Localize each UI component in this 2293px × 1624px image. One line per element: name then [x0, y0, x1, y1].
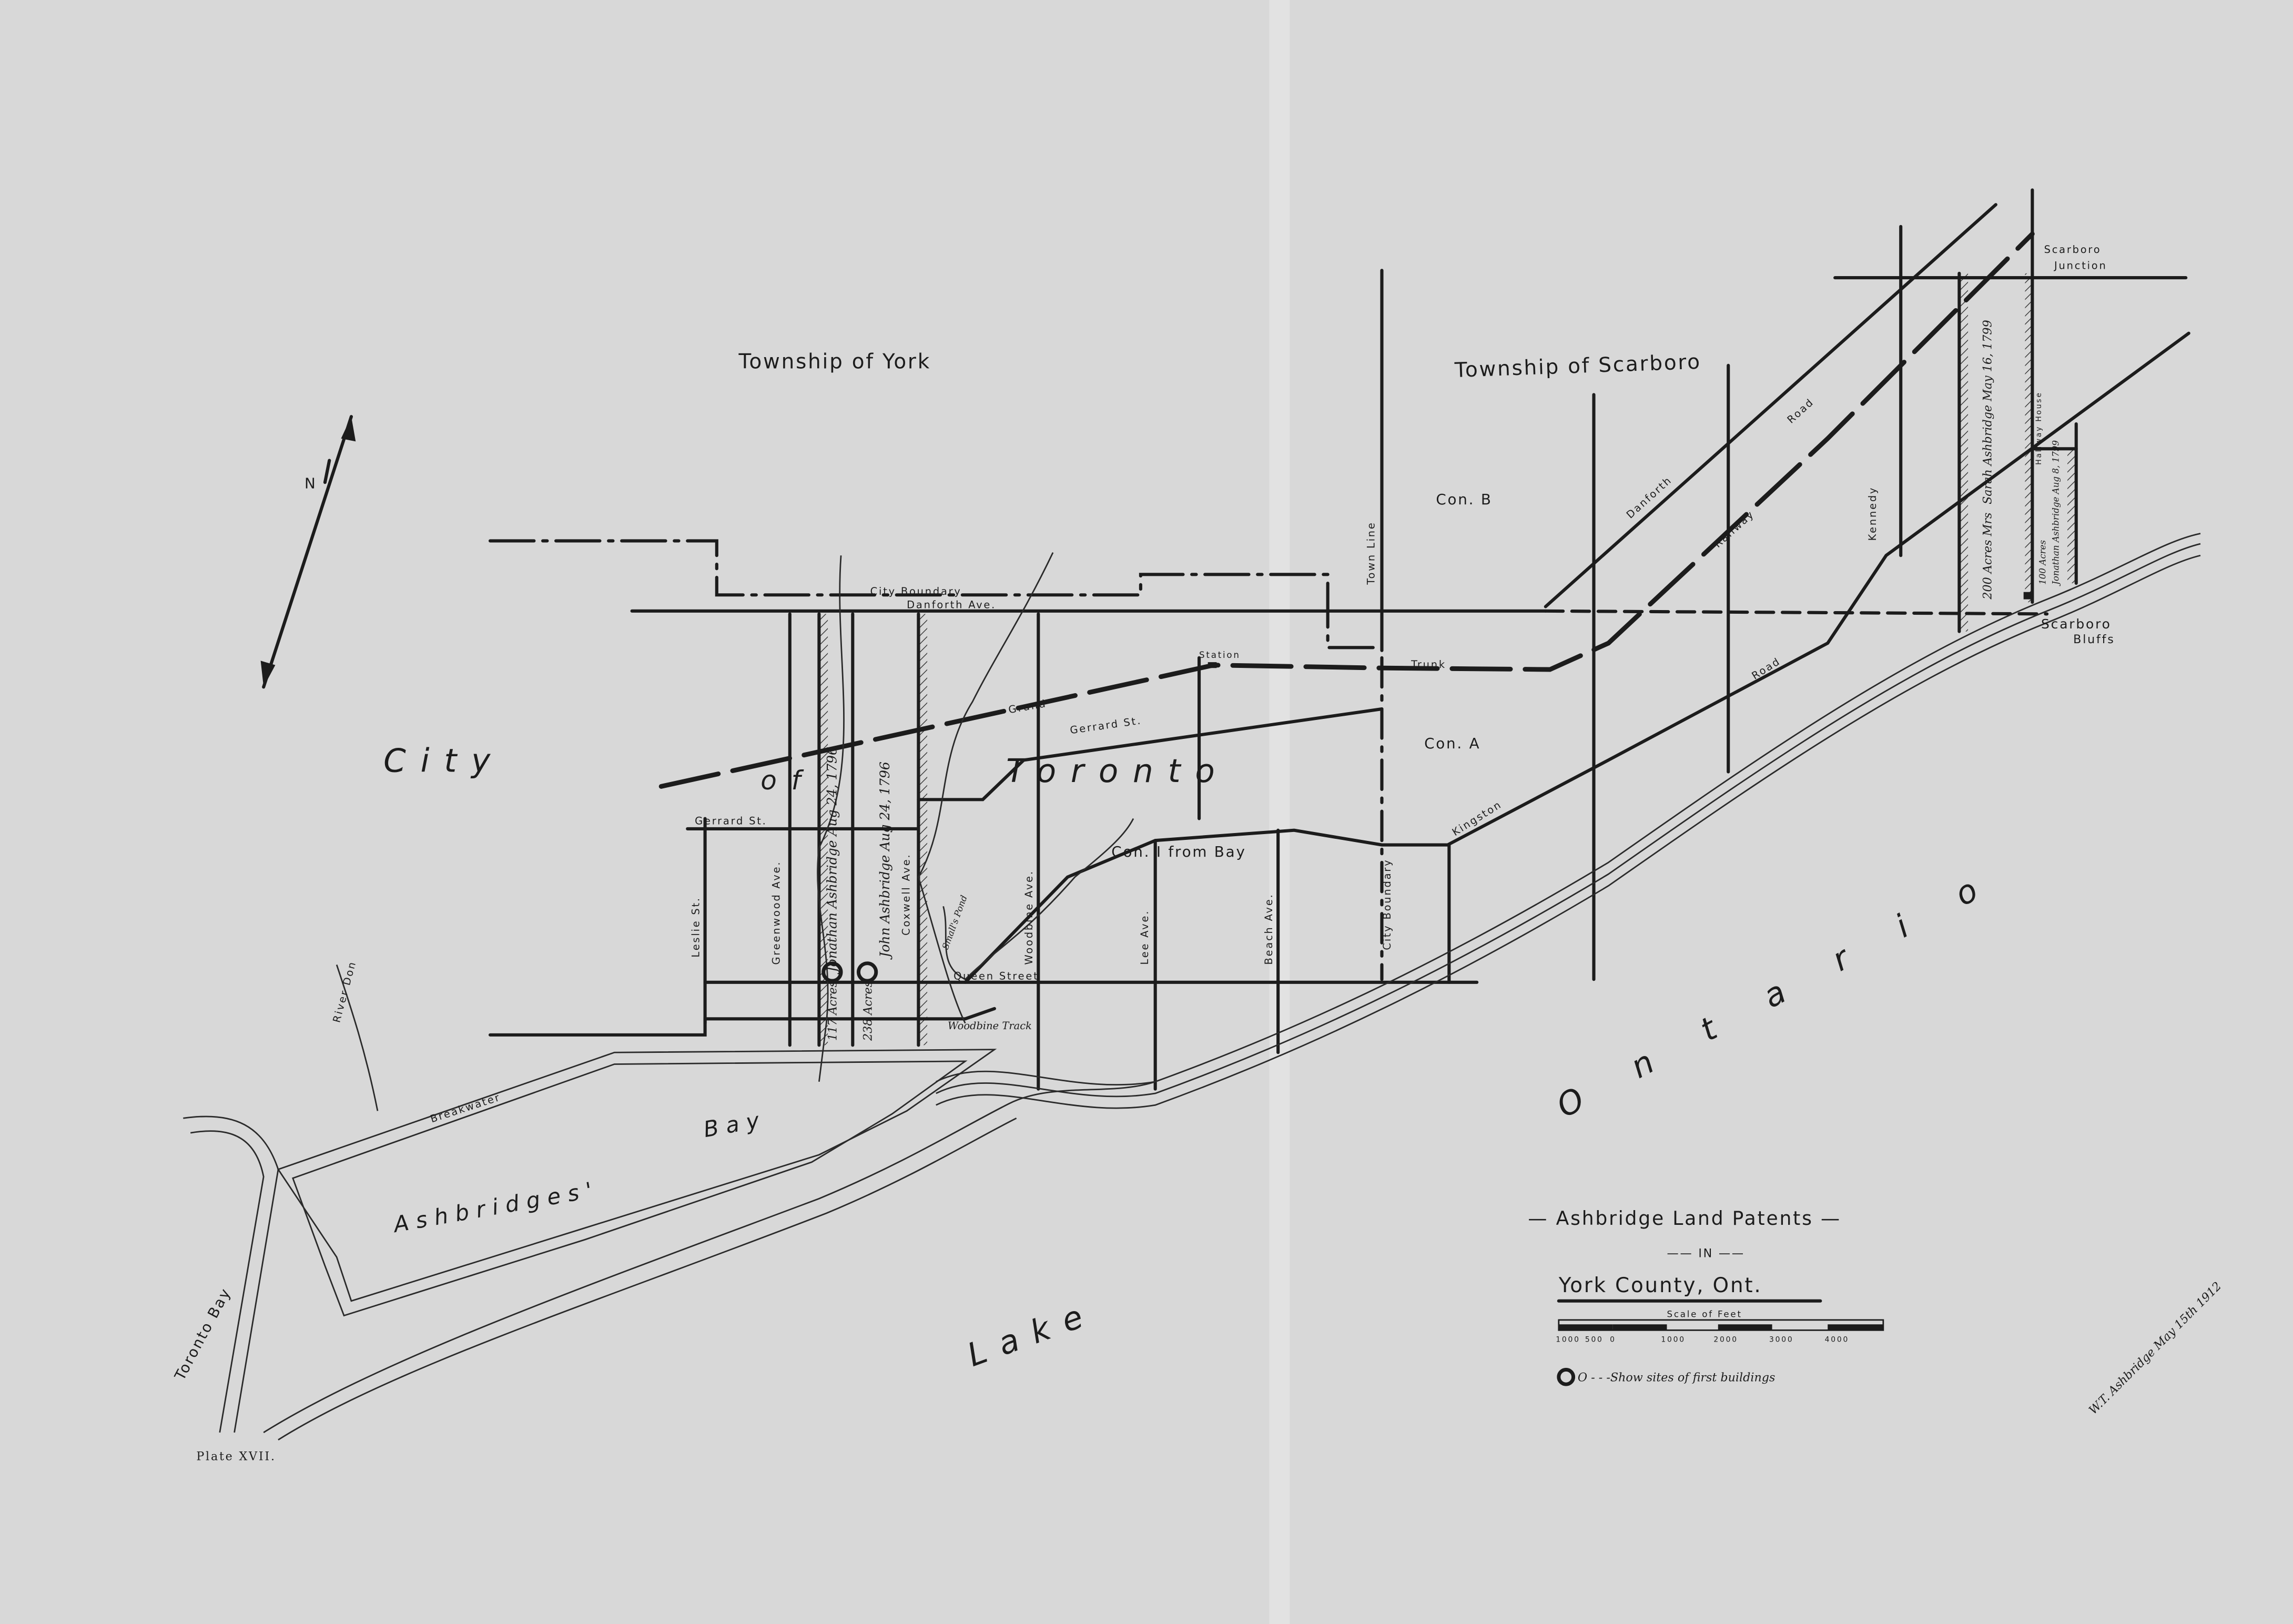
kingston-road [963, 331, 2190, 984]
patent-jonathan-1796-acres: 117 Acres [826, 981, 840, 1041]
label-queen-street: Queen Street [953, 970, 1039, 982]
place-labels: Scarboro Junction Scarboro Bluffs [2041, 243, 2115, 646]
river-don [336, 965, 379, 1111]
gerrard-st-east [917, 707, 1384, 801]
scale-tick-6: 4000 [1825, 1336, 1849, 1344]
label-con-b: Con. B [1436, 491, 1492, 508]
concession-dashed-line [1544, 609, 2049, 616]
smalls-pond [942, 818, 1134, 980]
label-gerrard-st: Gerrard St. [1069, 714, 1142, 736]
creek-east [917, 552, 1054, 1024]
label-gerrard-west: Gerrard St. [695, 815, 767, 827]
label-woodbine-ave: Woodbine Ave. [1023, 870, 1035, 965]
label-scarboro-bluffs-2: Bluffs [2073, 633, 2115, 646]
patent-sarah-1799: Sarah Ashbridge May 16, 1799 [1981, 320, 1995, 504]
patent-lots [819, 273, 2076, 1046]
scale-tick-4: 2000 [1713, 1336, 1738, 1344]
scale-bar [1558, 1319, 1884, 1331]
label-toronto: Toronto [1006, 753, 1229, 790]
map-title: — Ashbridge Land Patents — [1528, 1207, 1841, 1230]
label-ashbridges: Ashbridges' [390, 1176, 602, 1238]
roads [488, 188, 2190, 1091]
first-building-jonathan [821, 961, 843, 983]
legend-text: O - - -Show sites of first buildings [1578, 1371, 1775, 1385]
scale-tick-0: 1000 [1556, 1336, 1580, 1344]
title-block: — Ashbridge Land Patents — —— IN —— York… [196, 1207, 2224, 1463]
label-leslie-st: Leslie St. [689, 897, 702, 957]
grand-trunk-railway [658, 231, 2035, 789]
label-danforth-ave: Danforth Ave. [907, 598, 996, 611]
danforth-road [1544, 203, 1997, 608]
station-marker [1208, 662, 1217, 668]
patent-labels: Jonathan Ashbridge Aug 24, 1796 117 Acre… [825, 320, 2061, 1041]
patent-jonathan-1799: Jonathan Ashbridge Aug 8, 1799 [2051, 440, 2061, 586]
breakwater [183, 1115, 279, 1433]
scale-label: Scale of Feet [1667, 1309, 1742, 1319]
scale-tick-1: 500 [1585, 1336, 1604, 1344]
label-scarboro-junction-1: Scarboro [2044, 243, 2102, 256]
patent-sarah-1799-acres: 200 Acres Mrs [1981, 513, 1995, 600]
creeks [336, 552, 1134, 1111]
label-beach-ave: Beach Ave. [1263, 893, 1275, 965]
label-railway-road: Road [1785, 396, 1817, 426]
south-spit [263, 1081, 1156, 1434]
label-city-boundary: City Boundary [870, 585, 962, 597]
label-station: Station [1199, 650, 1241, 660]
patent-john-1796-acres: 238 Acres [861, 981, 875, 1041]
label-coxwell-ave: Coxwell Ave. [900, 854, 912, 936]
label-lake: Lake [962, 1293, 1102, 1374]
map-title-in: —— IN —— [1667, 1246, 1744, 1260]
label-city: City [383, 743, 505, 780]
label-grand: Grand [1008, 697, 1048, 716]
ashbridges-bay-outline [277, 1049, 997, 1302]
page-fold [1269, 0, 1290, 1624]
label-ontario: Ontario [1551, 844, 2036, 1125]
label-con-a: Con. A [1424, 735, 1480, 752]
patent-jonathan-1796: Jonathan Ashbridge Aug 24, 1796 [825, 747, 840, 975]
lot-john-1796 [918, 614, 928, 1046]
first-building-john [856, 961, 878, 983]
lot-sarah-1799-left [1959, 273, 1969, 632]
label-scarboro-bluffs-1: Scarboro [2041, 616, 2112, 632]
label-woodbine-track: Woodbine Track [948, 1020, 1032, 1032]
label-river-don: River Don [330, 959, 358, 1024]
north-arrow-icon: N [260, 415, 356, 689]
plate-label: Plate XVII. [196, 1450, 276, 1464]
label-town-line: Town Line [1365, 521, 1377, 585]
scale-tick-5: 3000 [1769, 1336, 1793, 1344]
scale-tick-2: 0 [1610, 1336, 1616, 1344]
creek-west [817, 555, 845, 1082]
label-lee-ave: Lee Ave. [1139, 910, 1151, 965]
label-scarboro-junction-2: Junction [2054, 259, 2107, 271]
label-halfway-house: Halfway House [2035, 391, 2043, 465]
label-city-boundary-vertical: City Boundary [1381, 859, 1393, 950]
label-township-scarboro: Township of Scarboro [1454, 350, 1701, 382]
label-smalls-pond: Small's Pond [940, 894, 969, 951]
patent-jonathan-1799-acres: 100 Acres [2037, 540, 2047, 585]
label-con-1: Con. I from Bay [1111, 843, 1246, 860]
lot-jonathan-1799-edge [2067, 449, 2076, 584]
label-trunk: Trunk [1411, 658, 1446, 671]
label-toronto-bay: Toronto Bay [171, 1285, 235, 1384]
halfway-house-marker [2023, 592, 2031, 600]
city-boundary-line [488, 539, 1384, 649]
label-railway: Railway [1712, 508, 1757, 550]
label-of: of [760, 765, 815, 796]
compass-label: N [305, 474, 317, 492]
scale-tick-3: 1000 [1661, 1336, 1685, 1344]
legend-circle-icon [1557, 1367, 1576, 1386]
label-bay: Bay [702, 1106, 768, 1142]
label-kennedy-road: Kennedy [1866, 486, 1879, 541]
signature: W.T. Ashbridge May 15th 1912 [2086, 1280, 2224, 1417]
shoreline [183, 533, 2201, 1440]
label-township-york: Township of York [738, 350, 931, 373]
map-subtitle: York County, Ont. [1558, 1274, 1762, 1297]
patent-john-1796: John Ashbridge Aug 24, 1796 [877, 762, 892, 960]
label-greenwood-ave: Greenwood Ave. [770, 861, 782, 965]
